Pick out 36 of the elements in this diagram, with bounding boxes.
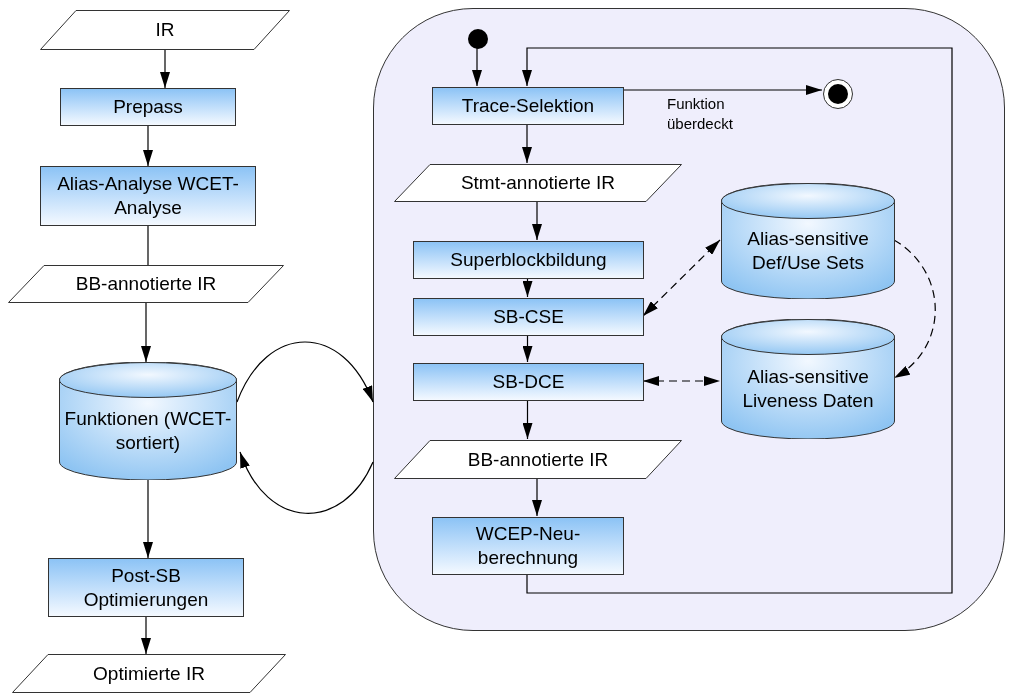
- node-label: Stmt-annotierte IR: [460, 171, 616, 195]
- arrow: [532, 200, 542, 241]
- arrow: [522, 334, 533, 363]
- arrow: [239, 451, 374, 514]
- arrow: [143, 125, 153, 167]
- process-box: SB-DCE: [413, 363, 644, 401]
- node-label: BB-annotierte IR: [467, 447, 609, 472]
- arrow: [141, 302, 151, 363]
- dashed-arrow: [893, 239, 936, 379]
- arrow: [160, 49, 170, 89]
- arrow: [236, 341, 374, 403]
- process-box: Superblockbildung: [413, 241, 644, 279]
- process-box: SB-CSE: [413, 298, 644, 336]
- arrow: [522, 47, 953, 594]
- node-label: Alias-sensitive Liveness Daten: [741, 365, 875, 413]
- node-label: IR: [155, 18, 175, 42]
- node-label: Optimierte IR: [93, 661, 205, 686]
- process-box: WCEP-Neu- berechnung: [432, 517, 624, 575]
- group-panel: [373, 8, 1005, 631]
- arrow: [522, 399, 533, 440]
- arrow: [472, 47, 482, 87]
- dashed-arrow: [642, 376, 721, 386]
- arrow: [143, 479, 153, 559]
- arrow: [622, 85, 823, 95]
- process-box: Trace-Selektion: [432, 87, 624, 125]
- arrow: [522, 123, 532, 164]
- node-label: BB-annotierte IR: [75, 272, 217, 296]
- arrow: [532, 477, 542, 517]
- arrow: [522, 277, 533, 298]
- process-box: Prepass: [60, 88, 236, 126]
- dashed-arrow: [642, 239, 721, 317]
- node-label: Alias-sensitive Def/Use Sets: [746, 227, 870, 275]
- arrow: [141, 616, 151, 655]
- process-box: Post-SB Optimierungen: [48, 558, 244, 617]
- node-label: Funktionen (WCET-sortiert): [63, 407, 233, 455]
- process-box: Alias-Analyse WCET-Analyse: [40, 166, 256, 226]
